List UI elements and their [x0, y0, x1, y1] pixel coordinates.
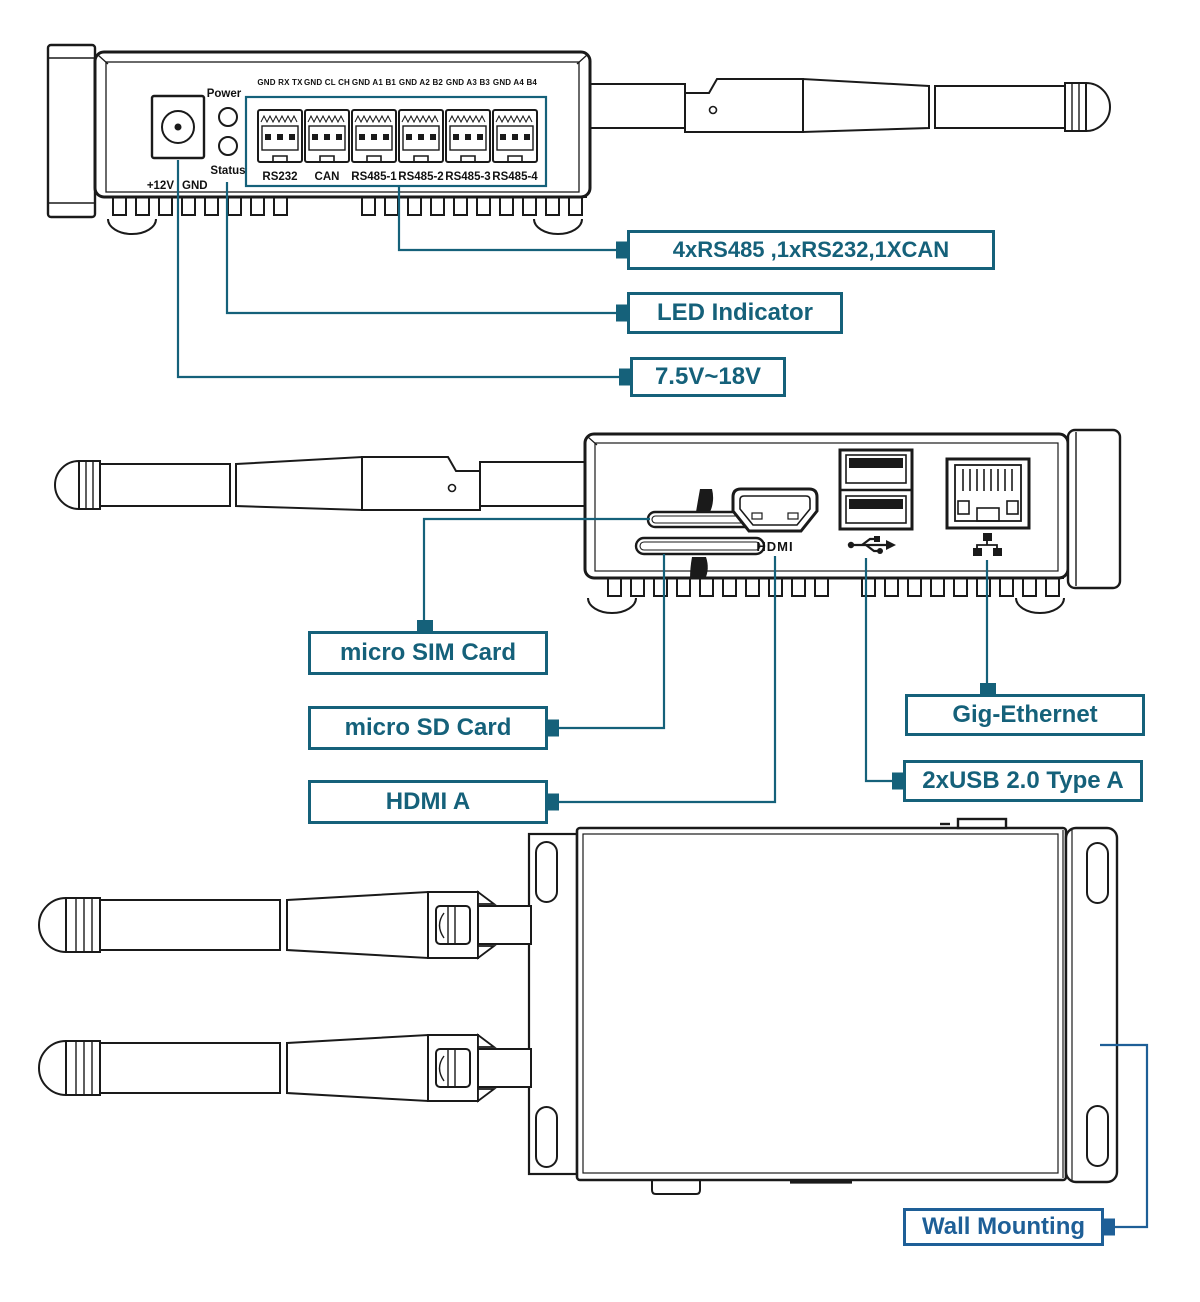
top-enclosure [527, 817, 1119, 1195]
terminal-labels: RS232 CAN RS485-1 RS485-2 RS485-3 RS485-… [262, 171, 538, 183]
top-antenna-2 [38, 1034, 532, 1102]
callout-usb: 2xUSB 2.0 Type A [892, 760, 1143, 802]
leader-usb [864, 558, 903, 783]
leader-tab [417, 620, 433, 633]
pin-group: GND A1 B1 [352, 78, 397, 87]
status-led-label: Status [210, 165, 245, 177]
front-foot-left [107, 218, 157, 235]
pin-group: GND A3 B3 [446, 78, 491, 87]
rear-foot-right [1015, 597, 1065, 614]
status-led [218, 136, 238, 156]
leader-lines [176, 160, 989, 804]
top-antenna-1 [38, 891, 532, 959]
pin-group: GND CL CH [304, 78, 350, 87]
sd-card-icon [690, 557, 708, 579]
leader-tab [546, 793, 559, 811]
leader-tab [616, 304, 629, 322]
mount-slot [1086, 842, 1109, 904]
callout-sd-text: micro SD Card [344, 714, 512, 741]
jack-label-plus: +12V [147, 180, 175, 192]
power-led-label: Power [207, 88, 242, 100]
top-tab [956, 817, 1008, 830]
callout-power-text: 7.5V~18V [654, 363, 762, 390]
callout-led-indicator: LED Indicator [616, 292, 843, 334]
leader-serial [397, 186, 627, 252]
callout-led-text: LED Indicator [656, 299, 813, 326]
callout-power-input: 7.5V~18V [619, 357, 786, 397]
top-view [38, 817, 1119, 1195]
leader-wall [1100, 1043, 1149, 1229]
mount-slot [535, 1106, 558, 1168]
usb-icon [847, 536, 896, 554]
terminal-area-outline [244, 95, 548, 188]
leader-tab [619, 368, 632, 386]
callout-serial-text: 4xRS485 ,1xRS232,1XCAN [672, 237, 950, 262]
rear-bracket [1066, 428, 1122, 590]
rear-antenna [54, 456, 586, 511]
pin-group: GND A4 B4 [493, 78, 538, 87]
sd-slot [634, 536, 766, 579]
leader-tab [546, 719, 559, 737]
sim-card-icon [696, 489, 714, 512]
power-led [218, 107, 238, 127]
callout-wall-text: Wall Mounting [921, 1213, 1086, 1240]
right-bracket [1064, 826, 1119, 1184]
front-bracket [46, 43, 97, 219]
port-label: RS232 [262, 171, 297, 183]
pin-group: GND RX TX [257, 78, 303, 87]
leader-power [176, 160, 630, 379]
network-icon [973, 533, 1002, 556]
leader-led [225, 182, 627, 315]
front-view: +12V GND Power Status GND RX TX GND CL C… [46, 43, 1111, 235]
leader-tab [892, 772, 905, 790]
leader-tab [616, 241, 629, 259]
mount-slot [1086, 1105, 1109, 1167]
pin-group: GND A2 B2 [399, 78, 444, 87]
ethernet-port [945, 457, 1031, 556]
front-foot-right [533, 218, 583, 235]
usb-ports [838, 448, 914, 554]
callout-sd-card: micro SD Card [308, 706, 559, 750]
callout-ethernet-text: Gig-Ethernet [952, 701, 1098, 728]
leader-sim [422, 517, 650, 634]
leader-hdmi [548, 556, 777, 804]
front-antenna [579, 78, 1111, 133]
callout-wall-mounting: Wall Mounting [903, 1208, 1115, 1246]
rear-foot-left [587, 597, 637, 614]
callout-hdmi-text: HDMI A [385, 788, 471, 815]
port-label: CAN [315, 171, 340, 183]
port-label: RS485-1 [351, 171, 397, 183]
leader-tab [980, 683, 996, 696]
hdmi-logo: HDMI [756, 539, 793, 554]
port-label: RS485-3 [445, 171, 490, 183]
port-label: RS485-4 [492, 171, 538, 183]
port-label: RS485-2 [398, 171, 443, 183]
pin-name-row: GND RX TX GND CL CH GND A1 B1 GND A2 B2 … [257, 78, 537, 87]
callout-sim-card: micro SIM Card [308, 620, 548, 675]
callout-sim-text: micro SIM Card [339, 639, 517, 666]
leader-sd [548, 554, 666, 730]
callout-ethernet: Gig-Ethernet [905, 683, 1145, 736]
hdmi-port: HDMI [731, 487, 819, 554]
leader-tab [1102, 1218, 1115, 1236]
callout-usb-text: 2xUSB 2.0 Type A [922, 767, 1124, 794]
callout-serial-ports: 4xRS485 ,1xRS232,1XCAN [616, 230, 995, 270]
dc-power-jack [150, 94, 206, 160]
rear-view: HDMI [54, 428, 1122, 614]
jack-label-gnd: GND [182, 180, 208, 192]
front-enclosure [93, 50, 592, 235]
callout-hdmi: HDMI A [308, 780, 559, 824]
mount-slot [535, 841, 558, 903]
bottom-tab [651, 1180, 701, 1195]
